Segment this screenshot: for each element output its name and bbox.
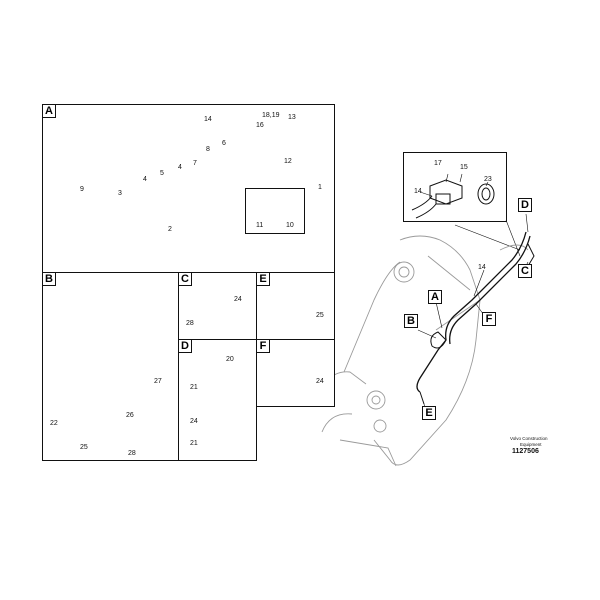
machine-tag-d: D: [518, 198, 532, 212]
callout-a-4-second: 4: [178, 164, 182, 171]
callout-a-2: 2: [168, 226, 172, 233]
callout-inset-23: 23: [484, 176, 492, 183]
brand-line-2: Equipment: [520, 442, 542, 447]
machine-tag-c: C: [518, 264, 532, 278]
callout-a-9: 9: [80, 186, 84, 193]
callout-d-20: 20: [226, 356, 234, 363]
callout-inset-15: 15: [460, 164, 468, 171]
callout-c-28: 28: [186, 320, 194, 327]
callout-c-24: 24: [234, 296, 242, 303]
document-number: 1127506: [512, 448, 539, 455]
callout-a-7: 7: [193, 160, 197, 167]
panel-tag-d: D: [178, 339, 192, 353]
callout-b-26: 26: [126, 412, 134, 419]
callout-a-12: 12: [284, 158, 292, 165]
callout-a-11: 11: [256, 222, 264, 229]
panel-tag-f: F: [256, 339, 270, 353]
callout-d-21-top: 21: [190, 384, 198, 391]
callout-b-25: 25: [80, 444, 88, 451]
fitting-inset: [403, 152, 507, 222]
callout-b-28: 28: [128, 450, 136, 457]
callout-a-13: 13: [288, 114, 296, 121]
callout-a-6: 6: [222, 140, 226, 147]
panel-tag-a: A: [42, 104, 56, 118]
callout-a-10: 10: [286, 222, 294, 229]
machine-tag-b: B: [404, 314, 418, 328]
panel-tag-c: C: [178, 272, 192, 286]
panel-tag-b: B: [42, 272, 56, 286]
callout-b-22: 22: [50, 420, 58, 427]
callout-e-25: 25: [316, 312, 324, 319]
brand-line-1: Volvo Construction: [510, 436, 548, 441]
machine-tag-a: A: [428, 290, 442, 304]
callout-b-27: 27: [154, 378, 162, 385]
callout-a-3: 3: [118, 190, 122, 197]
callout-d-21-bottom: 21: [190, 440, 198, 447]
callout-a-1: 1: [318, 184, 322, 191]
callout-a-5: 5: [160, 170, 164, 177]
callout-inset-14: 14: [414, 188, 422, 195]
callout-a-8: 8: [206, 146, 210, 153]
callout-a-14: 14: [204, 116, 212, 123]
machine-tag-e: E: [422, 406, 436, 420]
callout-f-24: 24: [316, 378, 324, 385]
machine-hose-label: 14: [478, 264, 486, 271]
callout-a-4-first: 4: [143, 176, 147, 183]
machine-tag-f: F: [482, 312, 496, 326]
fastener-inset: [245, 188, 305, 234]
callout-a-18-19: 18,19: [262, 112, 280, 119]
detail-panel-b: [42, 272, 179, 461]
callout-inset-17: 17: [434, 160, 442, 167]
callout-a-16: 16: [256, 122, 264, 129]
callout-d-24: 24: [190, 418, 198, 425]
panel-tag-e: E: [256, 272, 270, 286]
